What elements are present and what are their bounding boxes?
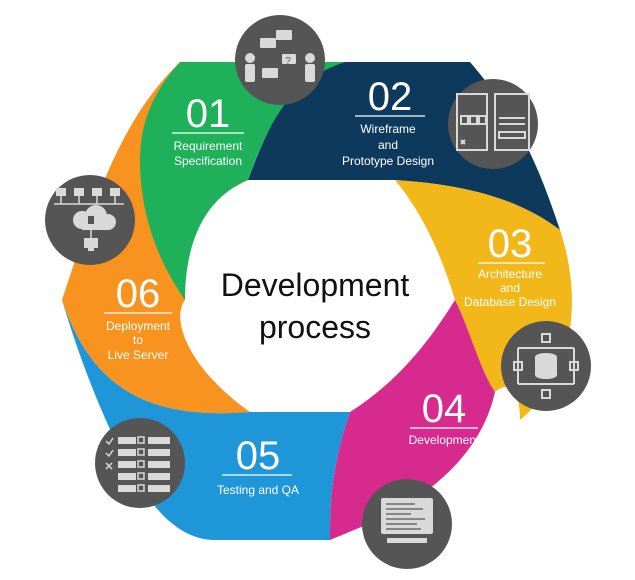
test-checklist-icon [95,418,185,508]
segment-05 [62,300,350,540]
step-number: 06 [116,272,161,316]
step-label-line: and [378,138,398,152]
step-05: 05 Testing and QA [217,434,299,497]
step-label-line: Database Design [464,295,556,309]
step-label-line: Requirement [174,139,243,153]
center-title-line2: process [259,309,371,345]
step-label-line: Specification [174,154,242,168]
step-number: 01 [186,92,231,136]
center-title-line1: Development [221,267,410,303]
step-number: 02 [368,75,413,119]
step-04: 04 Development [409,387,480,447]
step-number: 03 [488,222,533,266]
step-03: 03 Architecture and Database Design [464,222,556,309]
step-label-line: Testing and QA [217,483,299,497]
step-label-line: Deployment [106,319,171,333]
step-label-line: Development [409,433,480,447]
wireframe-icon [448,79,538,169]
code-computer-icon [362,479,452,569]
step-02: 02 Wireframe and Prototype Design [342,75,434,168]
step-number: 05 [236,434,281,478]
step-label-line: Wireframe [360,122,416,136]
people-discussion-icon: ? [235,15,325,105]
step-label-line: Prototype Design [342,154,434,168]
step-06: 06 Deployment to Live Server [104,272,172,362]
step-number: 04 [422,387,467,431]
segment-01 [140,62,345,300]
icon-circles: ? [45,15,591,569]
step-label-line: and [500,281,520,295]
svg-text:?: ? [285,56,291,67]
database-architecture-icon [501,321,591,411]
cloud-server-icon [45,175,135,265]
step-label-line: Live Server [108,348,169,362]
segment-04 [330,300,495,540]
step-label-line: to [133,333,143,347]
step-label-line: Architecture [478,267,542,281]
step-01: 01 Requirement Specification [172,92,244,168]
